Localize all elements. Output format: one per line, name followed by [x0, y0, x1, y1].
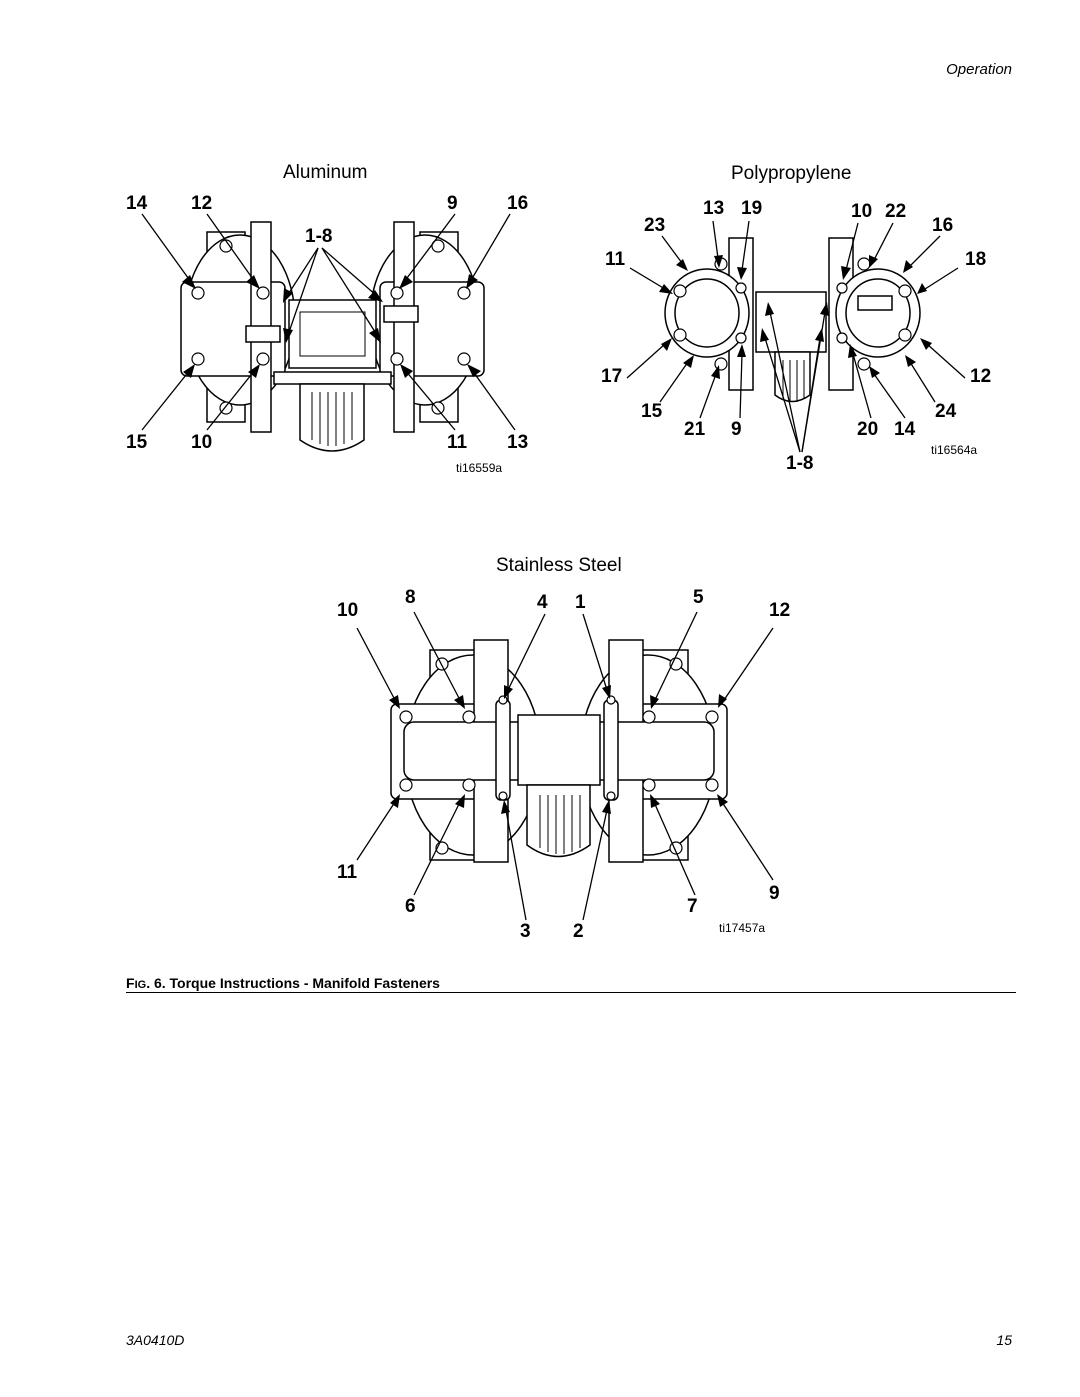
callout-label: 22	[885, 201, 907, 222]
callout-label: 12	[769, 600, 791, 621]
callout-label: 13	[507, 432, 529, 453]
callout-label: 10	[851, 201, 873, 222]
callout-label: 15	[641, 401, 663, 422]
callout-label: 5	[693, 587, 704, 608]
figure-title: Polypropylene	[731, 163, 852, 184]
figure-id: ti17457a	[719, 921, 766, 935]
callout-label: 1-8	[786, 453, 814, 474]
callout-label: 12	[970, 366, 992, 387]
callout-label: 21	[684, 419, 706, 440]
page-number: 15	[996, 1332, 1012, 1348]
callout-label: 3	[520, 921, 531, 942]
callout-label: 16	[932, 215, 954, 236]
callout-label: 14	[126, 193, 148, 214]
callout-label: 9	[447, 193, 458, 214]
callout-label: 23	[644, 215, 666, 236]
callout-label: 8	[405, 587, 416, 608]
callout-label: 11	[447, 432, 468, 453]
callout-label: 9	[769, 883, 780, 904]
callout-label: 13	[703, 198, 725, 219]
figure-id: ti16564a	[931, 443, 978, 457]
callout-label: 12	[191, 193, 213, 214]
callout-label: 7	[687, 896, 698, 917]
section-header: Operation	[946, 61, 1012, 78]
callout-label: 10	[337, 600, 359, 621]
callout-label: 10	[191, 432, 213, 453]
callout-label: 1-8	[305, 226, 333, 247]
callout-label: 18	[965, 249, 987, 270]
callout-label: 1	[575, 592, 586, 613]
callout-label: 9	[731, 419, 742, 440]
callout-label: 16	[507, 193, 529, 214]
callout-label: 15	[126, 432, 148, 453]
doc-number: 3A0410D	[126, 1332, 185, 1348]
callout-label: 14	[894, 419, 916, 440]
callout-label: 17	[601, 366, 623, 387]
figure-id: ti16559a	[456, 461, 503, 475]
callout-label: 2	[573, 921, 584, 942]
figure-caption: FIG. 6. Torque Instructions - Manifold F…	[126, 975, 440, 991]
figure-title: Stainless Steel	[496, 555, 622, 576]
figure-title: Aluminum	[283, 162, 368, 183]
callout-label: 19	[741, 198, 763, 219]
callout-label: 11	[337, 862, 358, 883]
callout-label: 24	[935, 401, 957, 422]
callout-label: 6	[405, 896, 416, 917]
callout-label: 11	[605, 249, 626, 270]
callout-label: 20	[857, 419, 879, 440]
callout-label: 4	[537, 592, 548, 613]
caption-rule	[126, 992, 1016, 993]
